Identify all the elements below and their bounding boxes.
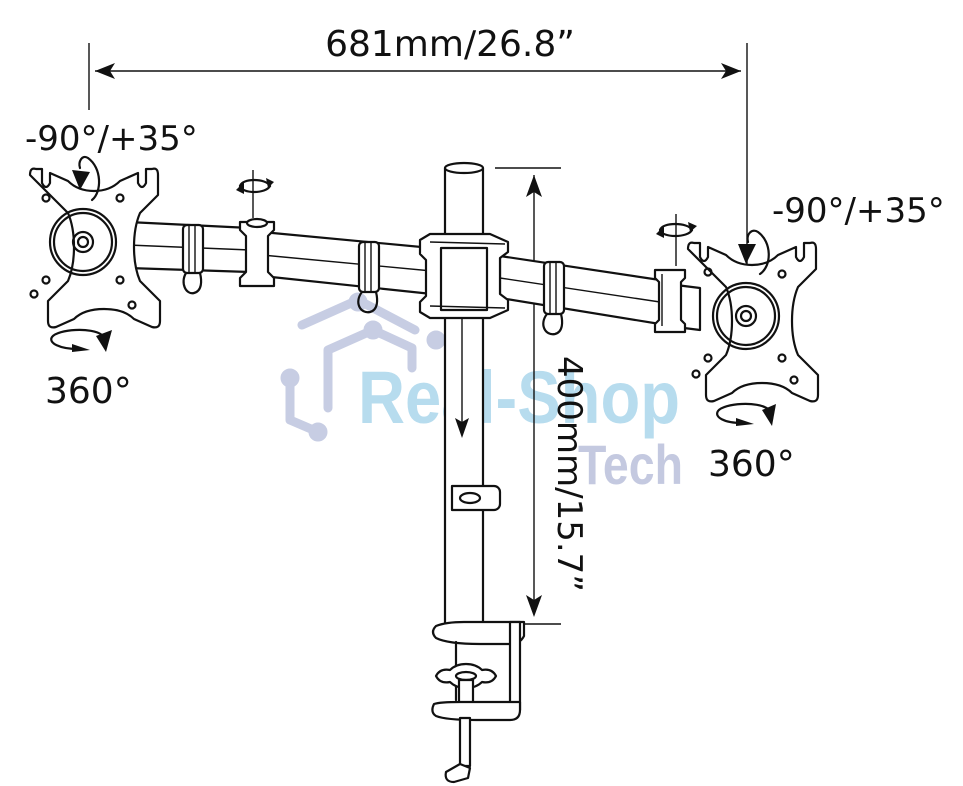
left-rotation-arrow-icon [50,328,112,352]
right-vesa-plate [686,241,820,403]
left-tilt-label: -90°/+35° [25,119,198,159]
width-dimension-label: 681mm/26.8” [325,24,575,65]
watermark-subtext: Tech [578,433,683,496]
height-dimension-label: 400mm/15.7” [549,356,589,592]
left-vesa-plate [28,167,162,329]
height-dimension-line [495,167,561,625]
right-arm [498,214,702,336]
right-rotation-arrow-icon [716,402,776,426]
pole-collar [418,232,510,320]
width-dimension-line [88,43,748,290]
left-rotation-label: 360° [45,371,132,412]
left-tilt-arrow-icon [72,155,101,202]
watermark-text: Real-Shop [358,356,680,439]
left-arm [126,170,434,314]
right-tilt-arrow-icon [738,229,770,276]
watermark-logo-icon [280,292,446,442]
desk-clamp [431,620,526,784]
right-tilt-label: -90°/+35° [772,191,945,231]
right-rotation-label: 360° [708,444,795,485]
